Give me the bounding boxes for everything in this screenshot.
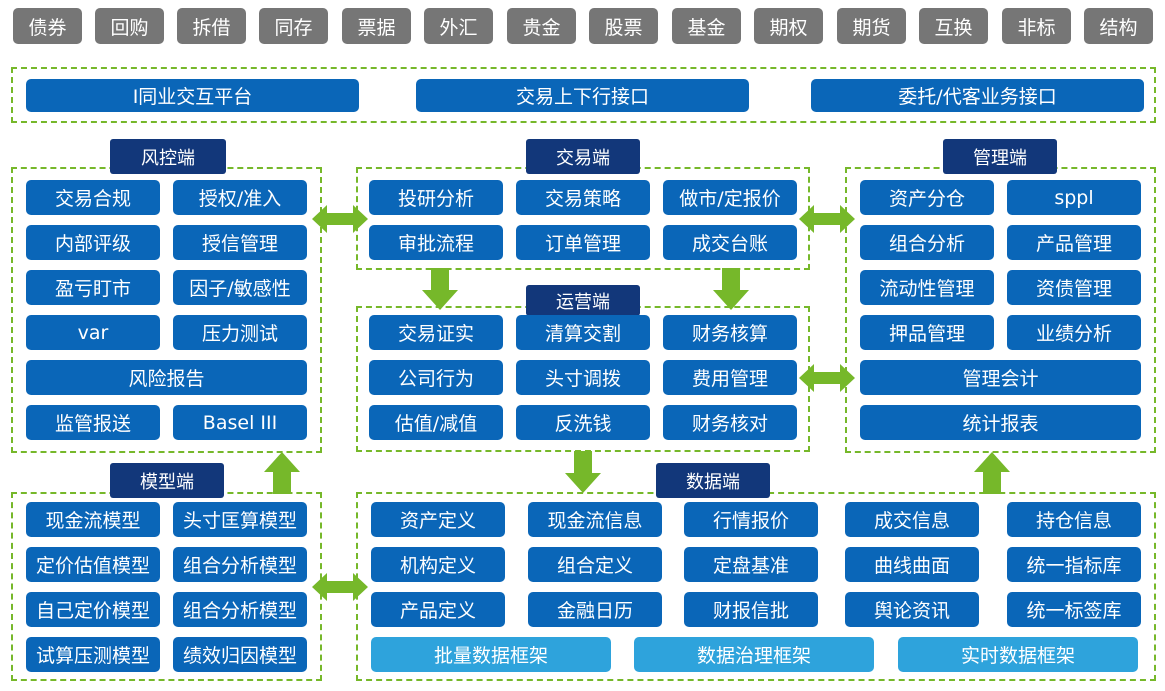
tab-nonstandard[interactable]: 非标: [1002, 8, 1071, 44]
tab-futures[interactable]: 期货: [837, 8, 906, 44]
tab-interbank-deposit[interactable]: 同存: [259, 8, 328, 44]
risk-item-compliance[interactable]: 交易合规: [26, 180, 160, 215]
tab-bond[interactable]: 债券: [13, 8, 82, 44]
tab-structured[interactable]: 结构: [1084, 8, 1153, 44]
tab-bills[interactable]: 票据: [342, 8, 411, 44]
model-item-portfolio-analysis-2[interactable]: 组合分析模型: [173, 592, 307, 627]
model-data-double-arrow-icon: [312, 573, 368, 601]
risk-item-risk-report[interactable]: 风险报告: [26, 360, 307, 395]
risk-item-var[interactable]: var: [26, 315, 160, 350]
trading-item-order-management[interactable]: 订单管理: [516, 225, 650, 260]
data-item-asset-definition[interactable]: 资产定义: [371, 502, 505, 537]
mgmt-item-product-management[interactable]: 产品管理: [1007, 225, 1141, 260]
data-item-curves-surfaces[interactable]: 曲线曲面: [845, 547, 979, 582]
mgmt-item-statistical-reports[interactable]: 统计报表: [860, 405, 1141, 440]
risk-item-stress-test[interactable]: 压力测试: [173, 315, 307, 350]
interface-interbank-platform[interactable]: I同业交互平台: [26, 79, 359, 112]
model-item-cashflow[interactable]: 现金流模型: [26, 502, 160, 537]
data-mgmt-up-arrow-icon: [974, 452, 1010, 494]
mgmt-item-alm[interactable]: 资债管理: [1007, 270, 1141, 305]
tab-repo[interactable]: 回购: [95, 8, 164, 44]
risk-item-authorization[interactable]: 授权/准入: [173, 180, 307, 215]
mgmt-item-management-accounting[interactable]: 管理会计: [860, 360, 1141, 395]
mgmt-item-portfolio-analysis[interactable]: 组合分析: [860, 225, 994, 260]
interface-trade-updown[interactable]: 交易上下行接口: [416, 79, 749, 112]
risk-title: 风控端: [110, 139, 226, 174]
data-framework-governance[interactable]: 数据治理框架: [634, 637, 874, 672]
mgmt-item-collateral-management[interactable]: 押品管理: [860, 315, 994, 350]
trading-title: 交易端: [526, 139, 640, 174]
tab-funds[interactable]: 基金: [672, 8, 741, 44]
model-title: 模型端: [110, 463, 224, 498]
ops-title: 运营端: [526, 285, 640, 316]
trading-mgmt-double-arrow-icon: [799, 205, 855, 233]
data-item-market-quotes[interactable]: 行情报价: [684, 502, 818, 537]
trading-item-approval-flow[interactable]: 审批流程: [369, 225, 503, 260]
tab-forex[interactable]: 外汇: [424, 8, 493, 44]
risk-item-basel[interactable]: Basel III: [173, 405, 307, 440]
data-framework-batch[interactable]: 批量数据框架: [371, 637, 611, 672]
trading-ops-down-arrow-icon: [422, 268, 458, 310]
data-item-financial-disclosure[interactable]: 财报信批: [684, 592, 818, 627]
ops-item-valuation-impairment[interactable]: 估值/减值: [369, 405, 503, 440]
tab-options[interactable]: 期权: [754, 8, 823, 44]
data-item-public-opinion[interactable]: 舆论资讯: [845, 592, 979, 627]
mgmt-item-asset-allocation[interactable]: 资产分仓: [860, 180, 994, 215]
risk-item-internal-rating[interactable]: 内部评级: [26, 225, 160, 260]
mgmt-title: 管理端: [943, 139, 1057, 174]
mgmt-item-performance-analysis[interactable]: 业绩分析: [1007, 315, 1141, 350]
ops-data-down-arrow-icon: [565, 451, 601, 493]
data-framework-realtime[interactable]: 实时数据框架: [898, 637, 1138, 672]
risk-item-regulatory-reporting[interactable]: 监管报送: [26, 405, 160, 440]
trading-ops-down-arrow-2-icon: [713, 268, 749, 310]
risk-trading-double-arrow-icon: [312, 205, 368, 233]
ops-mgmt-double-arrow-icon: [799, 364, 855, 392]
ops-item-financial-reconciliation[interactable]: 财务核对: [663, 405, 797, 440]
tab-lending[interactable]: 拆借: [177, 8, 246, 44]
model-item-pricing-valuation[interactable]: 定价估值模型: [26, 547, 160, 582]
ops-item-fee-management[interactable]: 费用管理: [663, 360, 797, 395]
model-item-position-estimation[interactable]: 头寸匡算模型: [173, 502, 307, 537]
model-item-stress-simulation[interactable]: 试算压测模型: [26, 637, 160, 672]
tab-stocks[interactable]: 股票: [589, 8, 658, 44]
mgmt-item-liquidity-management[interactable]: 流动性管理: [860, 270, 994, 305]
data-item-fixing-benchmark[interactable]: 定盘基准: [684, 547, 818, 582]
risk-item-credit-management[interactable]: 授信管理: [173, 225, 307, 260]
ops-item-corporate-action[interactable]: 公司行为: [369, 360, 503, 395]
model-item-self-pricing[interactable]: 自己定价模型: [26, 592, 160, 627]
data-item-financial-calendar[interactable]: 金融日历: [528, 592, 662, 627]
data-item-cashflow-info[interactable]: 现金流信息: [528, 502, 662, 537]
trading-item-trade-ledger[interactable]: 成交台账: [663, 225, 797, 260]
data-item-portfolio-definition[interactable]: 组合定义: [528, 547, 662, 582]
risk-item-factor-sensitivity[interactable]: 因子/敏感性: [173, 270, 307, 305]
trading-item-research[interactable]: 投研分析: [369, 180, 503, 215]
trading-item-strategy[interactable]: 交易策略: [516, 180, 650, 215]
data-item-unified-indicators[interactable]: 统一指标库: [1007, 547, 1141, 582]
data-item-trade-info[interactable]: 成交信息: [845, 502, 979, 537]
ops-item-anti-money-laundering[interactable]: 反洗钱: [516, 405, 650, 440]
data-item-unified-tags[interactable]: 统一标签库: [1007, 592, 1141, 627]
trading-item-market-making[interactable]: 做市/定报价: [663, 180, 797, 215]
ops-item-trade-confirmation[interactable]: 交易证实: [369, 315, 503, 350]
tab-precious-metals[interactable]: 贵金: [507, 8, 576, 44]
data-item-position-info[interactable]: 持仓信息: [1007, 502, 1141, 537]
mgmt-item-sppl[interactable]: sppl: [1007, 180, 1141, 215]
risk-item-mark-to-market[interactable]: 盈亏盯市: [26, 270, 160, 305]
data-title: 数据端: [656, 463, 770, 498]
ops-item-position-allocation[interactable]: 头寸调拨: [516, 360, 650, 395]
interface-layer: [11, 67, 1156, 123]
data-item-product-definition[interactable]: 产品定义: [371, 592, 505, 627]
model-item-performance-attribution[interactable]: 绩效归因模型: [173, 637, 307, 672]
model-risk-up-arrow-icon: [264, 452, 300, 494]
ops-item-clearing-settlement[interactable]: 清算交割: [516, 315, 650, 350]
interface-entrusted-business[interactable]: 委托/代客业务接口: [811, 79, 1144, 112]
tab-swaps[interactable]: 互换: [919, 8, 988, 44]
model-item-portfolio-analysis[interactable]: 组合分析模型: [173, 547, 307, 582]
ops-item-financial-accounting[interactable]: 财务核算: [663, 315, 797, 350]
data-item-institution-definition[interactable]: 机构定义: [371, 547, 505, 582]
